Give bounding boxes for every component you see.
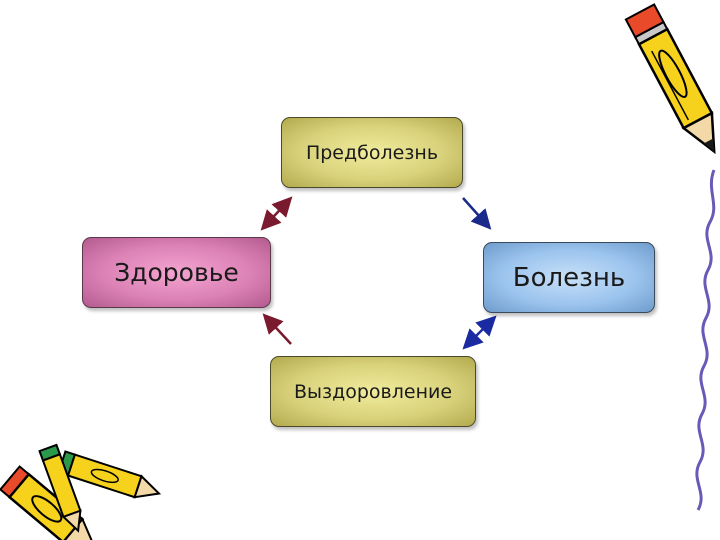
- pencils-icon: [0, 443, 162, 540]
- node-recovery-label: Выздоровление: [293, 380, 453, 403]
- arrow-health-pre-disease: [260, 196, 293, 231]
- squiggle-line: [695, 169, 716, 511]
- arrow-pre-disease-disease: [462, 197, 492, 230]
- node-disease-label: Болезнь: [512, 262, 626, 293]
- node-health-label: Здоровье: [114, 258, 239, 287]
- pencil-icon: [624, 3, 716, 155]
- node-pre-disease: Предболезнь: [281, 117, 463, 188]
- arrow-disease-recovery: [462, 315, 497, 350]
- node-pre-disease-label: Предболезнь: [305, 141, 439, 164]
- node-disease: Болезнь: [483, 242, 655, 313]
- node-health: Здоровье: [82, 237, 271, 308]
- arrow-recovery-health: [262, 313, 292, 345]
- node-recovery: Выздоровление: [270, 356, 476, 427]
